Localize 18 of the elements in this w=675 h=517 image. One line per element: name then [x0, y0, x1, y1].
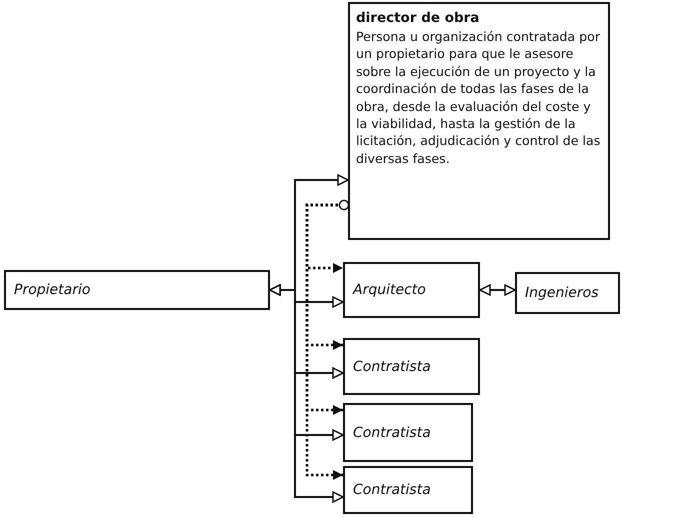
role-label: Contratista — [353, 358, 431, 374]
role-label: Arquitecto — [353, 282, 426, 298]
definition-heading: director de obra — [356, 10, 480, 26]
definition-box — [348, 2, 610, 240]
dotted-arrow — [306, 200, 350, 480]
arrow — [479, 284, 516, 296]
role-box — [343, 338, 480, 395]
role-label: Ingenieros — [525, 285, 598, 301]
role-box — [515, 272, 620, 314]
role-box — [343, 403, 473, 462]
role-label: Propietario — [14, 282, 90, 298]
arrow — [269, 284, 344, 503]
role-box — [343, 262, 480, 318]
role-label: Contratista — [353, 482, 431, 498]
definition-text: Persona u organización contratada por un propietario para que le asesore sobre la ejecución de un proyecto y la coordinación de todas las fases de la obra, desde la evaluación del coste y la viabilidad, hasta la gestión de la licitación, adjudicación y control de las diversas fases. — [356, 28, 602, 167]
role-box — [343, 466, 473, 514]
role-label: Contratista — [353, 424, 431, 440]
role-box — [4, 270, 270, 310]
